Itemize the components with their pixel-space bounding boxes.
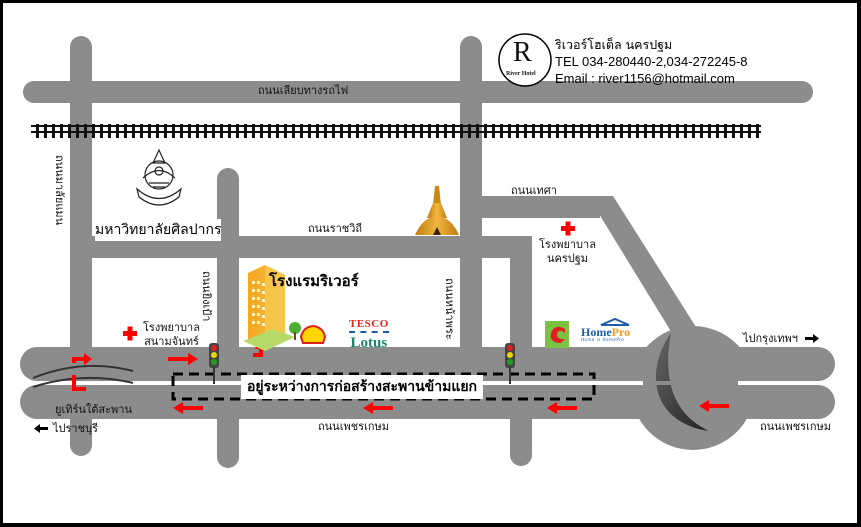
label-road-thesa: ถนนเทศา [511, 184, 557, 197]
arrow-left [547, 402, 577, 414]
hotel-building-icon [243, 265, 301, 351]
interchange-loop [631, 326, 755, 450]
tesco-text: TESCO [349, 318, 389, 330]
label-road-phetkasem-right: ถนนเพชรเกษม [760, 420, 832, 433]
traffic-light-right [505, 343, 515, 384]
label-hospital-sanamchan: โรงพยาบาล สนามจันทร์ [143, 322, 200, 347]
arrow-right [168, 353, 198, 365]
label-hotel-name: โรงแรมริเวอร์ [269, 272, 359, 290]
road-railway [23, 81, 813, 103]
map-graphics [20, 33, 838, 468]
railway-track [31, 124, 761, 138]
interchange-curve [655, 333, 709, 431]
construction-zone [171, 372, 596, 401]
label-road-naphra: ถนนหน้าพระ [443, 278, 456, 340]
arrow-left [363, 402, 393, 414]
label-road-railway: ถนนเลียบทางรถไฟ [258, 84, 349, 97]
hotel-header-name: ริเวอร์โฮเต็ล นครปฐม [555, 37, 673, 52]
hospital-sanamchan-line2: สนามจันทร์ [144, 335, 199, 348]
homepro-roof-icon [600, 317, 630, 326]
logo-caption: River Hotel [506, 71, 536, 77]
traffic-arrows [72, 340, 729, 414]
label-road-yingpao: ถนนยิงเป้า [200, 271, 213, 322]
arrow-left [699, 400, 729, 412]
bigc-logo-icon [545, 321, 569, 348]
hospital-cross-icon [561, 221, 575, 236]
underpass-curve-top [32, 364, 134, 379]
silpakorn-emblem-icon [135, 148, 183, 206]
traffic-light-left [209, 343, 219, 384]
arrow-to-bangkok-icon [805, 334, 819, 343]
arrow-to-ratchaburi-icon [34, 424, 48, 433]
u-turn-note: ยูเทิร์นใต้สะพาน [55, 403, 132, 416]
homepro-pro: Pro [611, 325, 631, 339]
hospital-nakhonpathom-line1: โรงพยาบาล [539, 238, 596, 251]
map-canvas: R River Hotel ริเวอร์โฮเต็ล นครปฐม TEL 0… [3, 3, 857, 523]
homepro-home: Home [581, 325, 612, 339]
roads [20, 36, 835, 468]
road-rajvithi [70, 236, 510, 258]
logo-letter: R [513, 37, 532, 68]
homepro-logo: HomePro Home is HomePro [581, 326, 630, 342]
road-thesa-diagonal [588, 196, 703, 338]
u-turn-arrow [72, 353, 92, 391]
to-ratchaburi-note: ไปราชบุรี [53, 422, 98, 435]
underpass-curve-bottom [32, 376, 134, 388]
lotus-text: Lotus [350, 335, 388, 351]
to-bangkok-note: ไปกรุงเทพฯ [743, 332, 798, 345]
hotel-email: Email : river1156@hotmail.com [555, 71, 735, 86]
label-road-phetkasem-center: ถนนเพชรเกษม [318, 420, 390, 433]
label-silpakorn-university: มหาวิทยาลัยศิลปากร [95, 219, 222, 241]
arrow-left [173, 402, 203, 414]
road-thesa [470, 196, 600, 218]
homepro-text: HomePro [581, 326, 630, 338]
hospital-nakhonpathom-line2: นครปฐม [546, 252, 589, 265]
phra-pathom-chedi-icon [415, 186, 459, 235]
homepro-tagline: Home is HomePro [581, 337, 625, 342]
shell-logo-icon [299, 324, 327, 344]
road-yingpao [217, 168, 239, 468]
tesco-stripes [349, 331, 389, 335]
hotel-telephone: TEL 034-280440-2,034-272245-8 [555, 54, 748, 69]
river-hotel-logo-icon [498, 33, 552, 87]
label-hospital-nakhonpathom: โรงพยาบาล นครปฐม [539, 239, 596, 264]
hospital-sanamchan-line1: โรงพยาบาล [143, 321, 200, 334]
label-road-malaiman: ถนนมาลัยแมน [53, 155, 66, 226]
hospital-cross-icon [123, 326, 137, 341]
hotel-contact: ริเวอร์โฮเต็ล นครปฐม TEL 034-280440-2,03… [555, 36, 748, 87]
construction-note: อยู่ระหว่างการก่อสร้างสะพานข้ามแยก [241, 375, 484, 399]
tesco-lotus-logo: TESCO Lotus [349, 319, 389, 351]
label-road-rajvithi: ถนนราชวิถี [308, 222, 363, 235]
